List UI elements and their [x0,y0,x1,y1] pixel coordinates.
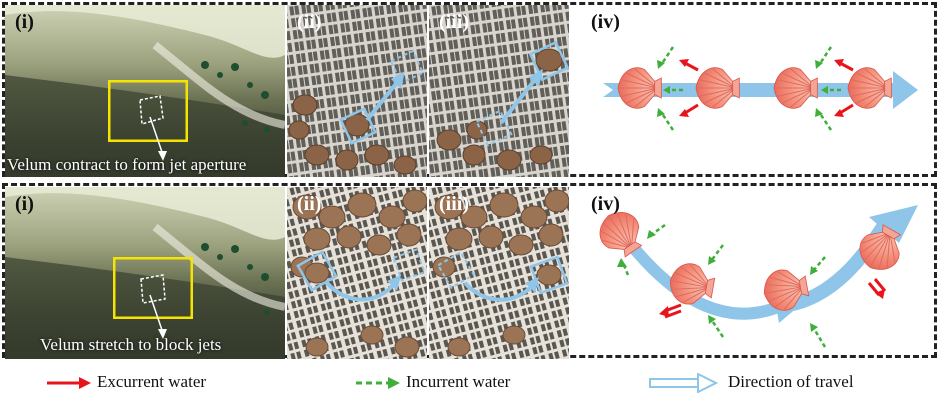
photo-a-velum: (i) Velum contract to form jet aperture [5,5,285,177]
legend-incurrent: Incurrent water [406,372,511,391]
legend-travel: Direction of travel [728,372,854,391]
photo-b-velum: (i) Velum stretch to block jets [5,187,285,359]
legend-excurrent: Excurrent water [97,372,207,391]
excurrent-arrow-icon [47,377,91,389]
yellow-roi-box [108,80,188,142]
photo-a-tank-ii: (ii) [287,5,427,177]
photo-b-tank-ii: (ii) [287,187,427,359]
panel-a-iv-label: (iv) [591,11,620,33]
caption-a: Velum contract to form jet aperture [7,155,247,174]
diagram-a-straight-travel: (iv) [573,5,934,177]
panel-b-iv-label: (iv) [591,193,620,215]
panel-a-i-label: (i) [15,11,34,33]
photo-b-tank-iii: (iii) [429,187,569,359]
panel-b-i-label: (i) [15,193,34,215]
photo-a-tank-iii: (iii) [429,5,569,177]
legend: Excurrent water Incurrent water Directio… [0,366,941,402]
diagram-b-curved-travel: (iv) [573,187,934,359]
panel-a-iii-label: (iii) [439,11,469,33]
incurrent-arrow-icon [356,377,400,389]
caption-b: Velum stretch to block jets [40,335,222,354]
panel-b-ii-label: (ii) [297,193,322,215]
travel-arrow-icon [649,373,718,393]
panel-a-ii-label: (ii) [297,11,322,33]
panel-b-iii-label: (iii) [439,193,469,215]
